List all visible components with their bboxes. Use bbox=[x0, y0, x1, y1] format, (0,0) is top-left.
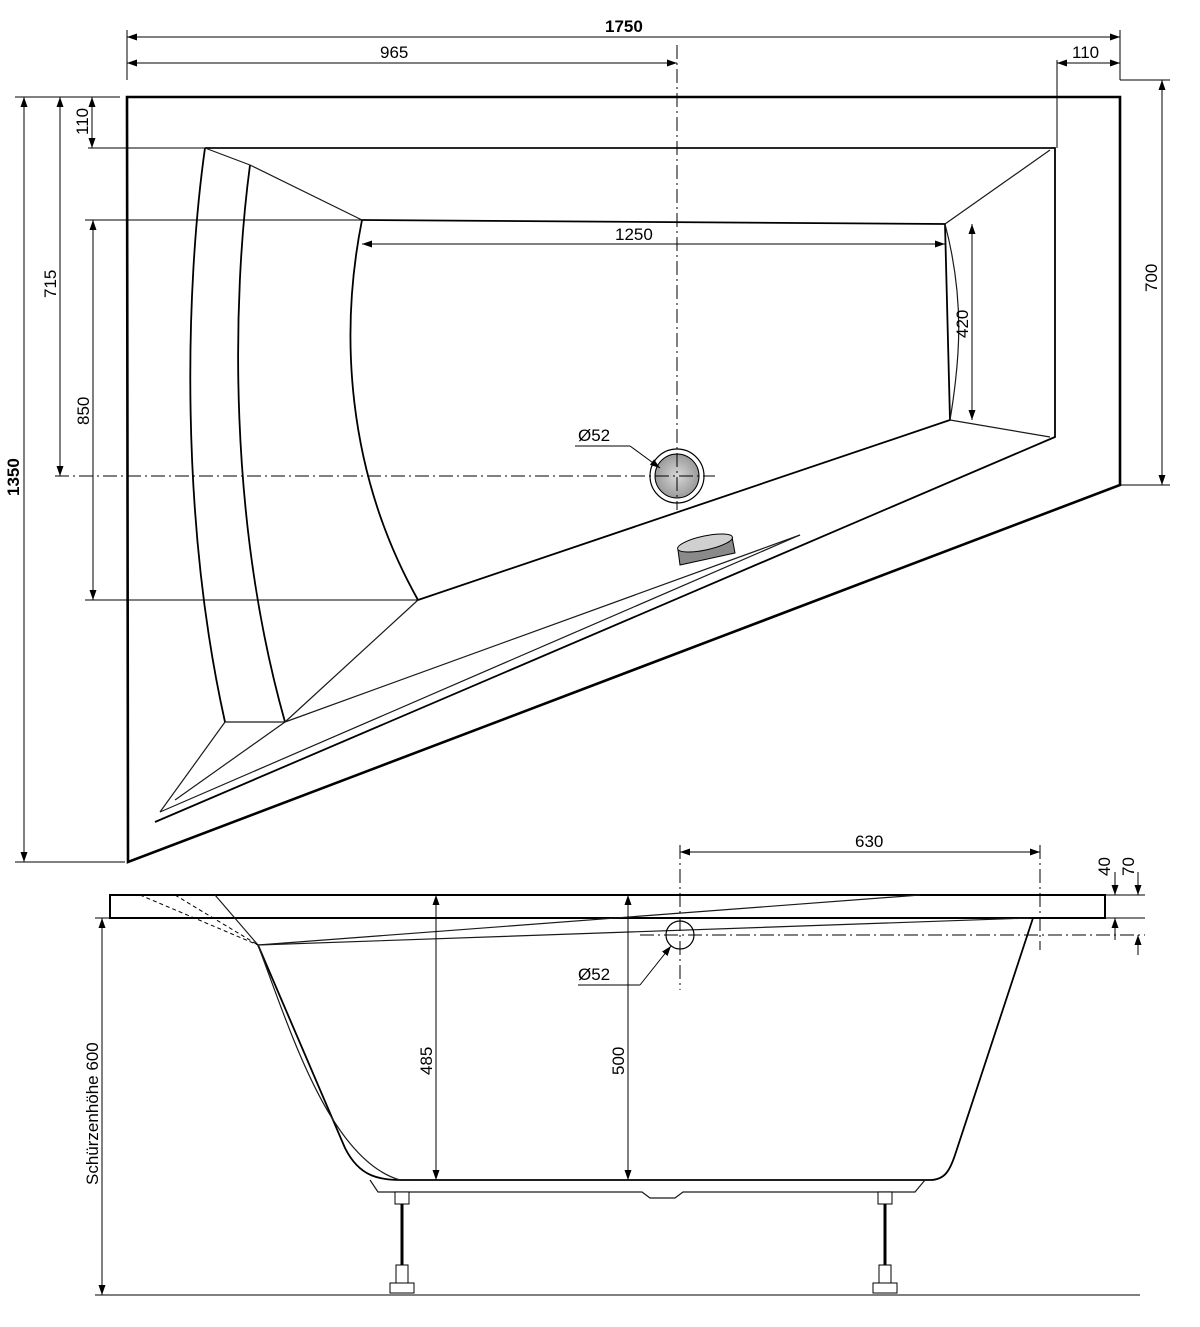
left-foot bbox=[389, 1191, 415, 1294]
basin-lower-inner-edge bbox=[159, 534, 801, 813]
dim-inner-length: 1250 bbox=[615, 225, 653, 244]
side-slope-curve bbox=[257, 944, 401, 1181]
dim-overflow-height: 70 bbox=[1119, 857, 1138, 876]
dim-inner-depth-right: 420 bbox=[953, 310, 972, 338]
slope-line-top-right bbox=[944, 149, 1051, 225]
dim-drain-diameter: Ø52 bbox=[578, 426, 610, 445]
overflow-leader bbox=[639, 945, 672, 986]
basin-floor-right-curve bbox=[944, 223, 960, 421]
tub-rim-inner-edge bbox=[154, 147, 1056, 823]
side-inner-wall bbox=[214, 894, 1031, 946]
dim-rim-thickness: 40 bbox=[1095, 857, 1114, 876]
basin-lower-edge-3 bbox=[174, 721, 286, 801]
right-foot bbox=[872, 1191, 898, 1294]
left-wall-top-link bbox=[204, 147, 251, 166]
dim-overflow-diameter: Ø52 bbox=[578, 965, 610, 984]
dim-right-side-depth: 700 bbox=[1142, 264, 1161, 292]
overflow-fitting bbox=[677, 533, 736, 566]
side-rim-dashed-1 bbox=[139, 894, 259, 946]
dim-inner-depth-left: 850 bbox=[74, 397, 93, 425]
dim-rim-top: 110 bbox=[73, 108, 92, 135]
drain-leader bbox=[629, 445, 661, 469]
basin-floor-left-curve bbox=[349, 219, 419, 601]
dim-depth-to-drain: 715 bbox=[41, 270, 60, 298]
dim-rim-right: 110 bbox=[1072, 43, 1099, 62]
dim-overall-width: 1750 bbox=[605, 17, 643, 36]
dim-inner-depth: 485 bbox=[417, 1047, 436, 1075]
slope-line-bottom-right bbox=[949, 419, 1051, 438]
dim-drain-offset-x: 965 bbox=[380, 43, 408, 62]
top-view: 1750 965 110 1250 110 715 1350 850 420 7… bbox=[4, 17, 1170, 864]
dim-overall-depth: 1350 bbox=[4, 458, 23, 496]
side-tub-body bbox=[257, 917, 1034, 1181]
slope-line-top-left bbox=[249, 164, 363, 221]
left-curved-wall-outer bbox=[189, 147, 226, 723]
slope-line-bottom-left bbox=[284, 599, 419, 723]
tub-outer-outline bbox=[125, 95, 1122, 864]
side-base bbox=[369, 1179, 926, 1199]
left-curved-wall-inner bbox=[237, 164, 286, 723]
basin-floor-outline bbox=[361, 219, 951, 601]
basin-lower-edge-2 bbox=[159, 721, 226, 813]
side-view: 630 40 70 485 500 Ø52 Schürzenhöhe 600 bbox=[83, 832, 1145, 1296]
dim-water-depth: 500 bbox=[609, 1047, 628, 1075]
dim-drain-to-edge: 630 bbox=[855, 832, 883, 851]
side-rim-diagonal bbox=[257, 894, 921, 946]
dim-apron-height: Schürzenhöhe 600 bbox=[83, 1042, 102, 1185]
side-rim-dashed-2 bbox=[174, 894, 259, 946]
side-rim bbox=[109, 894, 1106, 919]
basin-lower-edge bbox=[284, 534, 801, 723]
